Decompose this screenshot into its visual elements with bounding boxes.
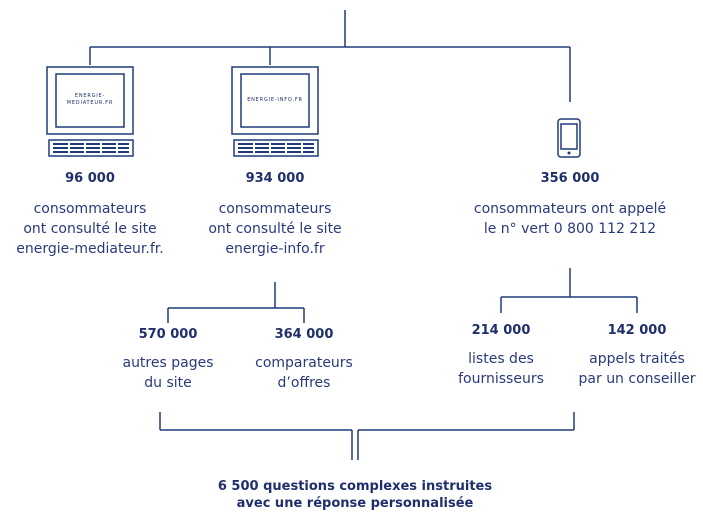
description-line: par un conseiller: [578, 371, 696, 387]
description-line: energie-mediateur.fr.: [16, 241, 164, 257]
description-line: d’offres: [277, 375, 331, 391]
description-line: du site: [144, 375, 192, 391]
smartphone-icon: [557, 118, 581, 158]
description-line: comparateurs: [255, 355, 353, 371]
final-line: avec une réponse personnalisée: [236, 496, 474, 511]
node-autres-pages: 570 000 autres pages du site: [108, 327, 228, 393]
value-label: 570 000: [138, 327, 198, 342]
description-line: consommateurs ont appelé: [473, 201, 667, 217]
value-label: 364 000: [274, 327, 334, 342]
final-line: 6 500 questions complexes instruites: [217, 479, 493, 494]
screen-label: ENERGIE-INFO.FR: [247, 97, 303, 103]
description-line: energie-info.fr: [225, 241, 325, 257]
description-line: consommateurs: [218, 201, 332, 217]
node-phone: 356 000 consommateurs ont appelé le n° v…: [450, 171, 690, 239]
value-label: 934 000: [245, 171, 305, 186]
description-line: ont consulté le site: [23, 221, 157, 237]
computer-icon: ENERGIE-INFO.FR: [231, 66, 319, 157]
node-appels: 142 000 appels traités par un conseiller: [572, 323, 702, 389]
node-listes: 214 000 listes des fournisseurs: [446, 323, 556, 389]
description-line: autres pages: [122, 355, 214, 371]
description-line: listes des: [468, 351, 534, 367]
value-label: 214 000: [471, 323, 531, 338]
screen-label: ENERGIE-: [75, 93, 105, 99]
value-label: 142 000: [607, 323, 667, 338]
description-line: consommateurs: [33, 201, 147, 217]
computer-icon: ENERGIE- MEDIATEUR.FR: [46, 66, 134, 157]
node-info: 934 000 consommateurs ont consulté le si…: [185, 171, 365, 259]
description-line: le n° vert 0 800 112 212: [483, 221, 657, 237]
value-label: 96 000: [65, 171, 115, 186]
description-line: ont consulté le site: [208, 221, 342, 237]
description-line: appels traités: [589, 351, 685, 367]
node-comparateurs: 364 000 comparateurs d’offres: [244, 327, 364, 393]
description-line: fournisseurs: [458, 371, 544, 387]
node-mediateur: 96 000 consommateurs ont consulté le sit…: [0, 171, 180, 259]
node-final: 6 500 questions complexes instruites ave…: [155, 478, 555, 512]
screen-label: MEDIATEUR.FR: [67, 100, 114, 106]
value-label: 356 000: [540, 171, 600, 186]
